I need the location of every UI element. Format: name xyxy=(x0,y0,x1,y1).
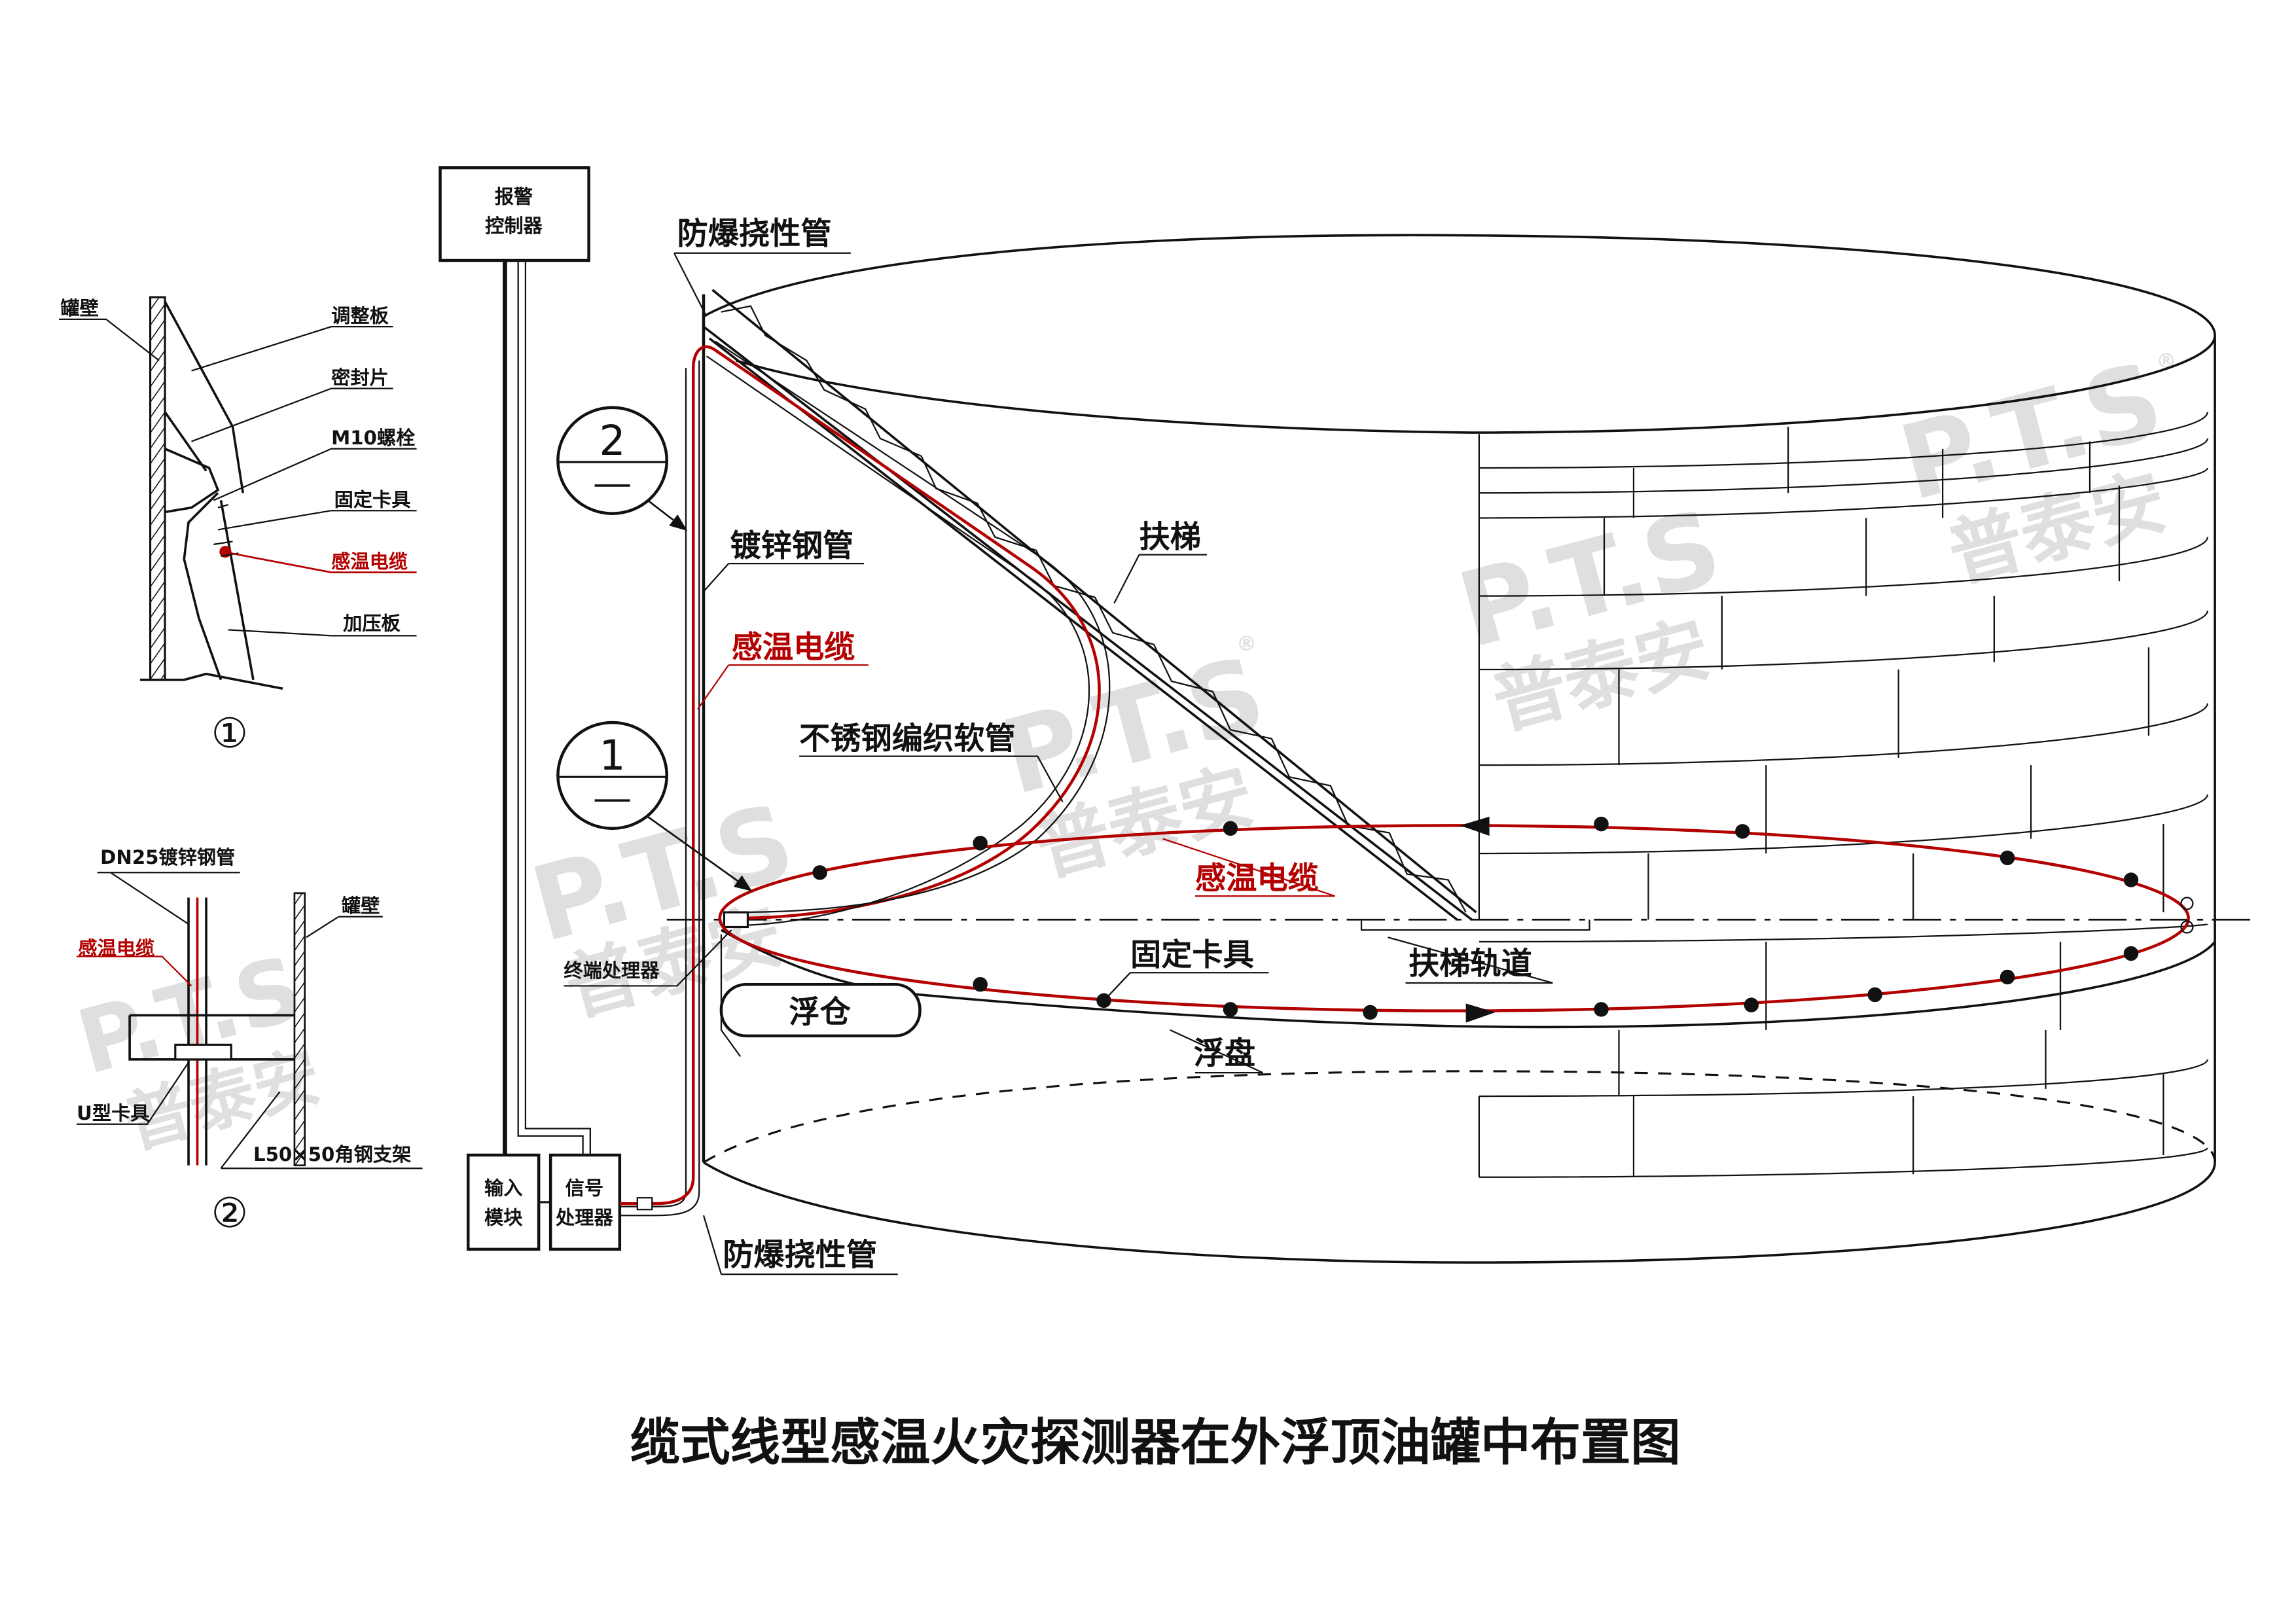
callout-2: 2 xyxy=(556,406,688,531)
signal-processor-label: 处理器 xyxy=(555,1207,613,1229)
label-wall: 罐壁 xyxy=(60,297,98,319)
signal-processor-label: 信号 xyxy=(565,1177,603,1200)
label-cable-vertical: 感温电缆 xyxy=(732,630,855,666)
tank: 浮仓 xyxy=(666,234,2259,1264)
input-module-label: 模块 xyxy=(484,1207,523,1229)
svg-text:1: 1 xyxy=(600,732,626,779)
shell-plates xyxy=(1478,412,2208,1178)
detail-2: DN25镀锌钢管 罐壁 感温电缆 U型卡具 L50×50角钢支架 ② xyxy=(77,846,423,1237)
cable-routing xyxy=(619,340,2194,1217)
label-deck: 浮盘 xyxy=(1194,1036,1255,1072)
watermarks: P.T.S 普泰安 P.T.S 普泰安 P.T.S 普泰安 P.T.S 普泰安 … xyxy=(67,340,2177,1163)
u-clamp xyxy=(174,1043,232,1061)
signal-processor-box xyxy=(548,1153,622,1251)
label-flex-top: 防爆挠性管 xyxy=(677,216,832,252)
label-cable: 感温电缆 xyxy=(78,937,154,959)
detail-1: 罐壁 调整板 密封片 M10螺栓 固定卡具 感温电缆 加压板 ① xyxy=(59,296,417,757)
flow-arrow-icon xyxy=(1460,816,1490,836)
devices: 报警 控制器 输入 模块 信号 处理器 xyxy=(439,166,622,1251)
svg-text:2: 2 xyxy=(600,417,626,465)
label-terminal: 终端处理器 xyxy=(564,959,660,982)
pontoon xyxy=(719,982,922,1038)
input-module-box xyxy=(466,1153,541,1251)
alarm-controller-label: 控制器 xyxy=(485,215,543,237)
detail-number: ① xyxy=(211,709,248,757)
alarm-controller-label: 报警 xyxy=(495,185,533,207)
label-bracket: L50×50角钢支架 xyxy=(253,1143,411,1166)
terminal-processor xyxy=(723,911,749,929)
label-ss-hose: 不锈钢编织软管 xyxy=(799,721,1015,757)
label-press-plate: 加压板 xyxy=(343,612,401,634)
label-pipe: DN25镀锌钢管 xyxy=(100,846,235,868)
svg-text:®: ® xyxy=(1236,632,1257,656)
diagram-title: 缆式线型感温火灾探测器在外浮顶油罐中布置图 xyxy=(630,1414,1681,1472)
label-clamp: 固定卡具 xyxy=(334,488,411,510)
label-u-clamp: U型卡具 xyxy=(77,1102,149,1124)
label-seal: 密封片 xyxy=(331,366,389,389)
labels xyxy=(564,252,1553,1275)
flow-arrow-icon xyxy=(1465,1003,1496,1023)
input-module-label: 输入 xyxy=(484,1177,522,1200)
alarm-controller-box xyxy=(439,166,590,262)
label-adjust-plate: 调整板 xyxy=(331,304,389,327)
label-ladder: 扶梯 xyxy=(1139,519,1201,555)
label-ladder-track: 扶梯轨道 xyxy=(1408,946,1532,982)
label-bolt: M10螺栓 xyxy=(331,427,416,449)
label-pontoon: 浮仓 xyxy=(789,995,851,1031)
label-cable: 感温电缆 xyxy=(331,550,408,573)
ring-cable xyxy=(718,824,2190,1012)
ladder xyxy=(702,289,1590,931)
label-cable-ring: 感温电缆 xyxy=(1195,861,1319,897)
clamp-dots xyxy=(812,816,2139,1020)
label-flex-bottom: 防爆挠性管 xyxy=(723,1238,877,1274)
label-wall: 罐壁 xyxy=(342,895,380,917)
label-clamp: 固定卡具 xyxy=(1130,937,1254,973)
label-galv-pipe: 镀锌钢管 xyxy=(730,528,853,564)
detail-number: ② xyxy=(211,1189,248,1237)
callout-1: 1 xyxy=(556,721,753,891)
